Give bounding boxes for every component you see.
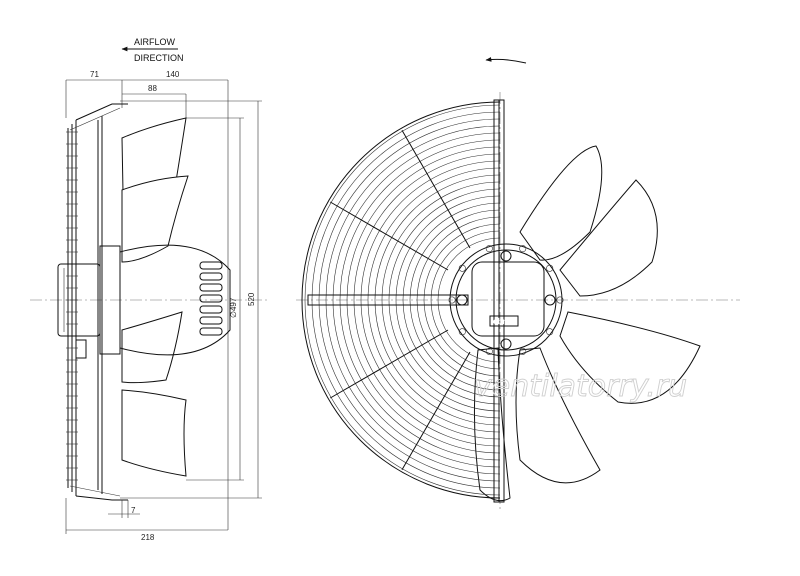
blades-side	[121, 117, 189, 477]
dimension-lines-top: 71 140 88	[65, 70, 229, 530]
airflow-label-line2: DIRECTION	[134, 53, 184, 63]
dimension-lines-bottom: 7 218	[65, 498, 228, 542]
dim-diameter-497: ∅497	[229, 297, 238, 318]
blades-front	[473, 145, 701, 502]
dim-218: 218	[141, 533, 155, 542]
dim-520: 520	[247, 292, 256, 306]
airflow-label-line1: AIRFLOW	[134, 37, 176, 47]
dim-71: 71	[90, 70, 99, 79]
dimension-lines-right: ∅497 520	[120, 100, 262, 499]
motor-side	[57, 244, 231, 359]
dim-88: 88	[148, 84, 157, 93]
airflow-direction-label: AIRFLOW DIRECTION	[121, 37, 184, 63]
terminal-box	[471, 261, 545, 337]
side-view: 71 140 88 ∅497 520	[30, 70, 270, 542]
rotation-direction-arrow	[485, 57, 527, 64]
dim-140: 140	[166, 70, 180, 79]
front-view: ebm ventilatorry.ru	[296, 92, 740, 512]
watermark-text: ventilatorry.ru	[474, 369, 687, 404]
guard-grille-side	[66, 103, 128, 501]
guard-grille-front	[301, 99, 505, 503]
motor-hub-front: ebm	[448, 243, 564, 357]
mounting-bar-horizontal	[307, 294, 469, 306]
curved-arrow-icon	[485, 57, 527, 64]
motor-brand-label: ebm	[493, 317, 509, 326]
dim-7: 7	[131, 506, 136, 515]
